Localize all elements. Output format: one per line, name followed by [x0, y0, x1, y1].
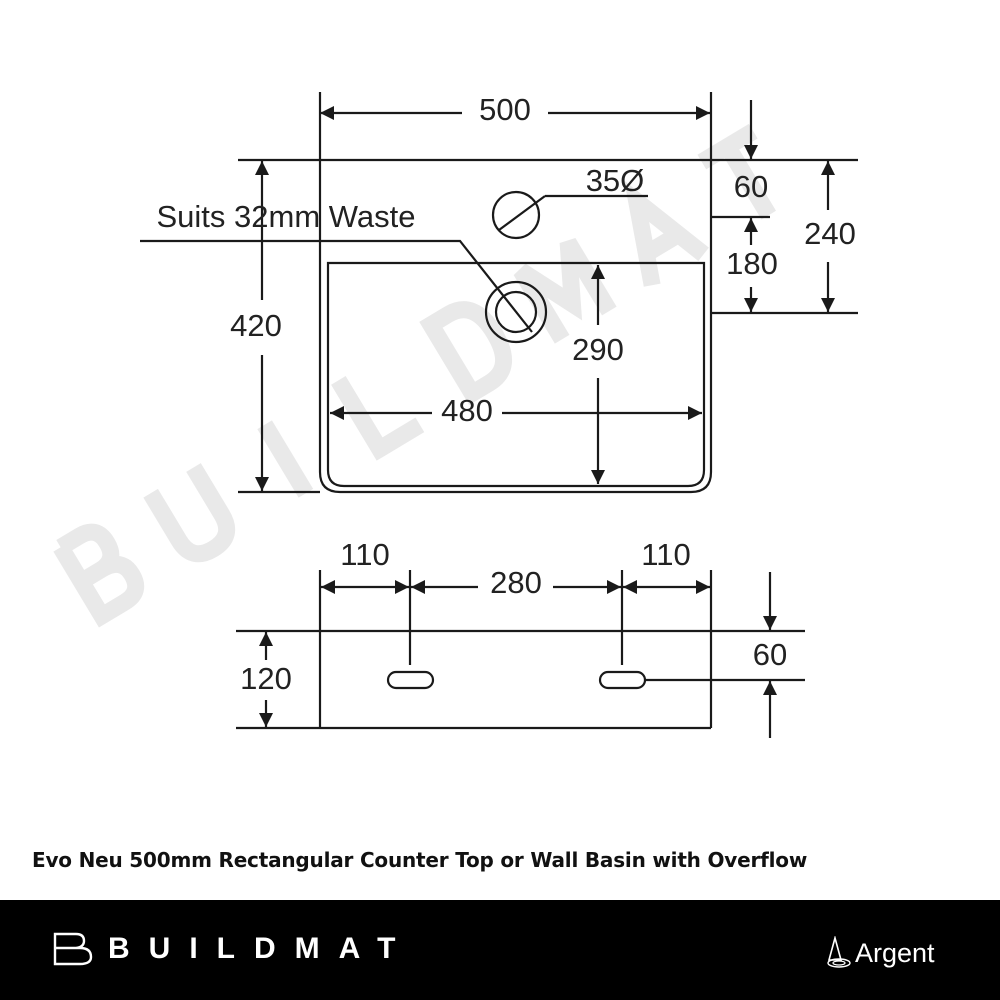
- dim-bowl-width: 480: [441, 393, 493, 428]
- dim-overall-depth: 420: [230, 308, 282, 343]
- product-caption: Evo Neu 500mm Rectangular Counter Top or…: [32, 848, 808, 872]
- basin-outline: [318, 160, 713, 494]
- dim-overflow-height: 60: [753, 637, 787, 672]
- watermark-letter-a: [624, 180, 709, 287]
- watermark-letter-l: [331, 376, 425, 461]
- dim-height: 120: [240, 661, 292, 696]
- waste-label: Suits 32mm Waste: [157, 199, 416, 234]
- watermark-letter-m: [513, 238, 617, 344]
- buildmat-b-icon: [53, 932, 93, 966]
- plan-view: [140, 92, 858, 494]
- watermark-letter-b: [53, 523, 145, 628]
- dim-tap-diameter: 35Ø: [586, 163, 645, 198]
- dim-tap-to-bowl: 180: [726, 246, 778, 281]
- watermark-letter-i: [257, 420, 314, 498]
- dim-overflow-left: 110: [340, 537, 389, 572]
- overflow-slot-right: [598, 670, 647, 690]
- buildmat-logo: BUILDMAT: [52, 932, 414, 966]
- dim-rear-to-bowl: 240: [804, 216, 856, 251]
- argent-logo: Argent: [826, 936, 935, 970]
- dim-overflow-right: 110: [641, 537, 690, 572]
- dim-tap-offset: 60: [734, 169, 768, 204]
- argent-drop-icon: [827, 936, 851, 968]
- tap-hole: [491, 190, 541, 240]
- footer-bar: BUILDMAT Argent: [0, 900, 1000, 1000]
- argent-wordmark: Argent: [855, 937, 935, 968]
- waste-outlet: [484, 280, 548, 344]
- overflow-slot-left: [386, 670, 435, 690]
- dim-overall-width: 500: [479, 92, 531, 127]
- buildmat-wordmark: BUILDMAT: [108, 932, 415, 965]
- watermark-letter-d: [419, 301, 512, 406]
- front-view: [236, 570, 805, 738]
- watermark-letter-u: [143, 463, 236, 563]
- dim-bowl-depth: 290: [572, 332, 624, 367]
- technical-drawing: 500 60 180 240 420 35Ø Suits 32mm Waste …: [53, 92, 858, 738]
- dim-overflow-spacing: 280: [490, 565, 542, 600]
- bowl-outline: [326, 261, 706, 488]
